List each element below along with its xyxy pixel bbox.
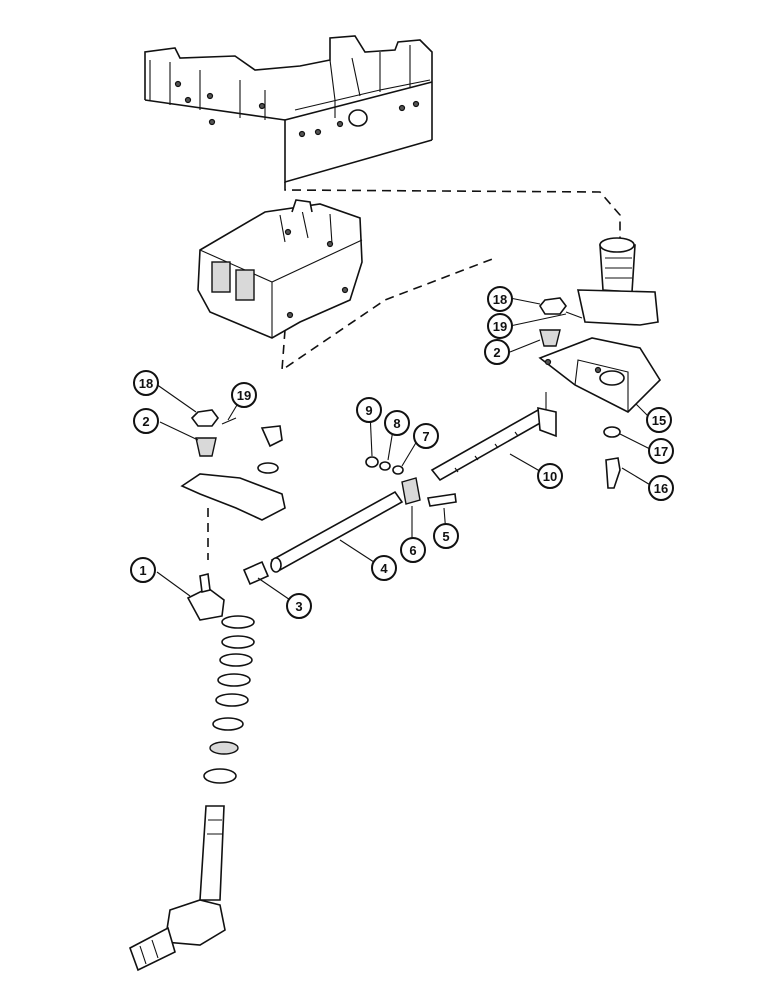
svg-text:5: 5 <box>442 529 449 544</box>
part-8 <box>379 461 391 471</box>
svg-text:10: 10 <box>543 469 557 484</box>
callout-4: 4 <box>371 555 397 581</box>
callout-8: 8 <box>384 410 410 436</box>
svg-text:8: 8 <box>393 416 400 431</box>
callout-19: 19 <box>231 382 257 408</box>
steering-arm-right <box>538 237 662 413</box>
svg-text:17: 17 <box>654 444 668 459</box>
bolt-5 <box>427 493 457 507</box>
svg-text:4: 4 <box>380 561 388 576</box>
svg-text:3: 3 <box>295 599 302 614</box>
cotter-pin-right <box>565 311 583 319</box>
svg-text:9: 9 <box>365 403 372 418</box>
part-9 <box>365 456 379 468</box>
pitman-arm <box>180 473 286 521</box>
spindle <box>129 805 226 972</box>
small-bolt-left <box>260 425 283 448</box>
tie-rod-end-1 <box>186 573 225 621</box>
callout-5: 5 <box>433 523 459 549</box>
washer-17 <box>603 426 621 438</box>
svg-text:15: 15 <box>652 413 666 428</box>
steering-gear-housing <box>197 199 363 339</box>
svg-text:7: 7 <box>422 429 429 444</box>
small-washer-left <box>257 462 279 474</box>
svg-text:16: 16 <box>654 481 668 496</box>
dust-cone-right <box>539 329 561 347</box>
nut-right <box>539 297 567 315</box>
svg-text:19: 19 <box>493 319 507 334</box>
callout-6: 6 <box>400 537 426 563</box>
svg-text:18: 18 <box>139 376 153 391</box>
clamp-6 <box>401 477 421 505</box>
svg-text:2: 2 <box>493 345 500 360</box>
dashed-leader-housing <box>281 257 496 372</box>
callout-7: 7 <box>413 423 439 449</box>
dust-cone-left <box>195 437 217 457</box>
svg-text:6: 6 <box>409 543 416 558</box>
tie-rod-10 <box>430 392 557 482</box>
callout-2: 2 <box>133 408 159 434</box>
sleeve-3 <box>242 560 270 586</box>
callout-10: 10 <box>537 463 563 489</box>
callout-3: 3 <box>286 593 312 619</box>
callout-9: 9 <box>356 397 382 423</box>
part-7 <box>392 465 404 475</box>
dashed-leader-frame <box>284 182 621 250</box>
callout-2: 2 <box>484 339 510 365</box>
svg-text:2: 2 <box>142 414 149 429</box>
callout-1: 1 <box>130 557 156 583</box>
callout-16: 16 <box>648 475 674 501</box>
svg-text:18: 18 <box>493 292 507 307</box>
svg-text:19: 19 <box>237 388 251 403</box>
callout-15: 15 <box>646 407 672 433</box>
callout-19: 19 <box>487 313 513 339</box>
shim-stack <box>203 615 255 784</box>
tractor-frame <box>144 35 433 184</box>
callout-18: 18 <box>133 370 159 396</box>
drag-link-4 <box>270 490 404 573</box>
svg-text:1: 1 <box>139 563 146 578</box>
bolt-16 <box>605 457 621 489</box>
callout-18: 18 <box>487 286 513 312</box>
cotter-pin-left <box>221 417 237 425</box>
callout-17: 17 <box>648 438 674 464</box>
nut-left <box>190 409 219 427</box>
